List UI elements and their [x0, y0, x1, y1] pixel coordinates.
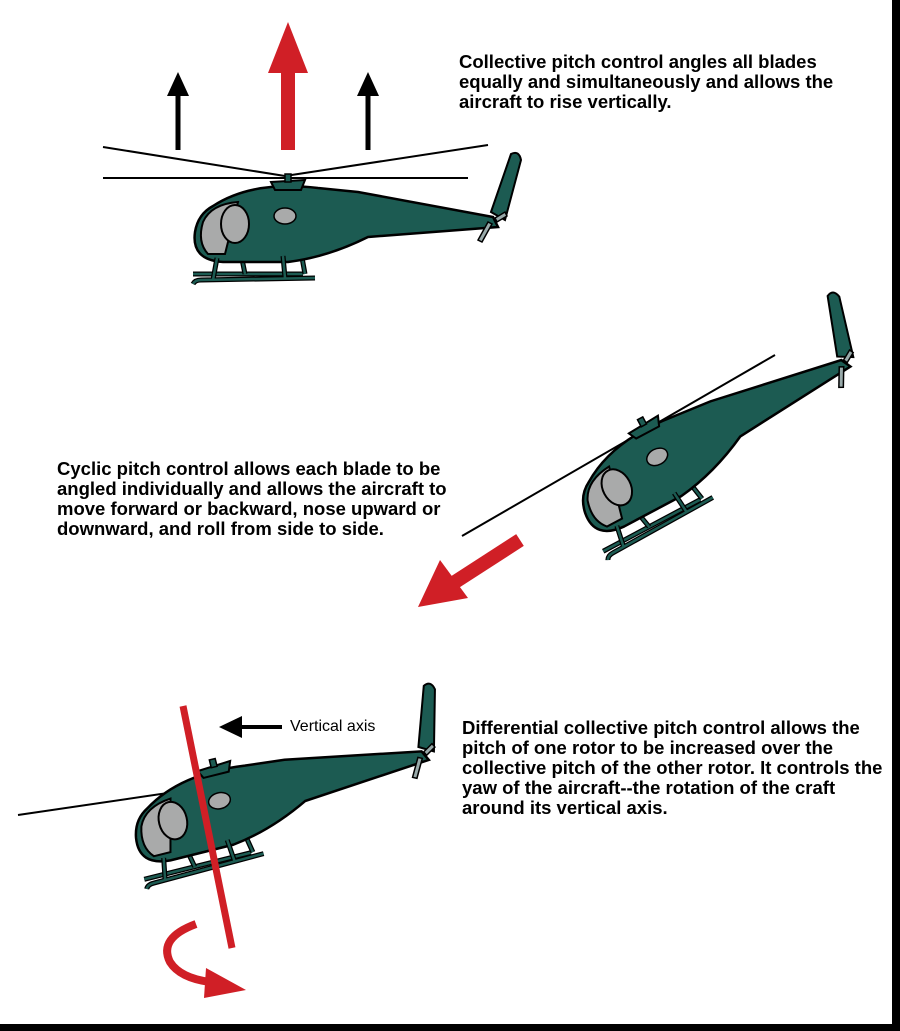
cyclic-caption: Cyclic pitch control allows each blade t…	[57, 458, 447, 539]
movement-arrow	[418, 534, 524, 607]
cyclic-panel-art	[418, 290, 897, 607]
differential-caption: Differential collective pitch control al…	[462, 717, 883, 818]
lift-arrow	[167, 72, 189, 150]
helicopter-illustration	[193, 153, 521, 284]
lift-arrow	[357, 72, 379, 150]
collective-caption: Collective pitch control angles all blad…	[459, 51, 834, 112]
lift-arrow	[268, 22, 308, 150]
differential-panel-art	[17, 682, 465, 998]
helicopter-illustration	[546, 290, 897, 560]
helicopter-illustration	[115, 682, 465, 889]
collective-panel-art	[102, 22, 521, 284]
rotation-arrow	[163, 920, 246, 998]
vertical-axis-line	[179, 705, 236, 949]
vertical-axis-label: Vertical axis	[290, 718, 376, 735]
